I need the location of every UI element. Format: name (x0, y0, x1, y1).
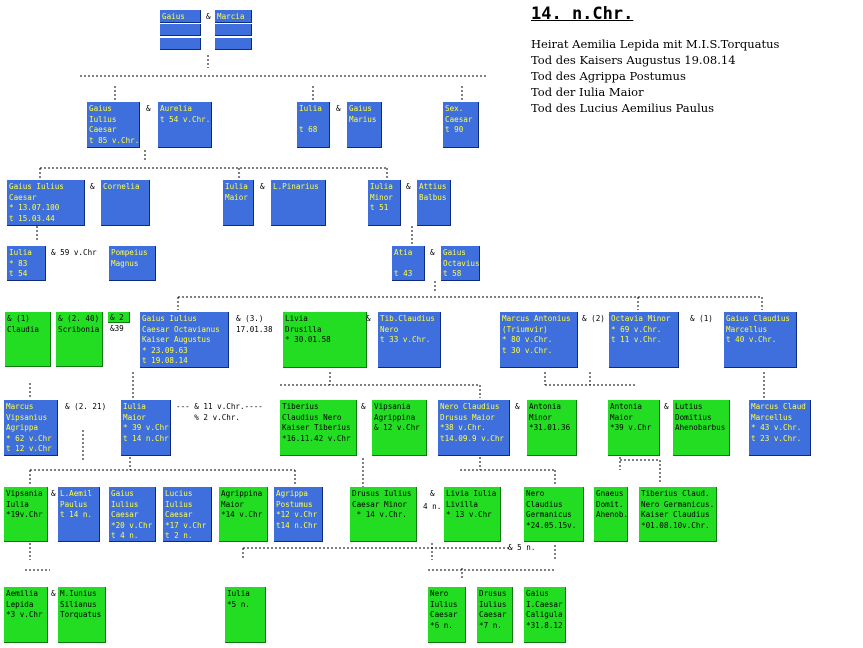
person-box-gaius-marius[interactable]: Gaius Marius (347, 102, 382, 148)
person-box-marcia-3 (215, 38, 252, 50)
person-box-germanicus[interactable]: Nero Claudius Germanicus *24.05.15v. (524, 487, 584, 542)
person-box-antonia-minor[interactable]: Antonia Minor *31.01.36 (527, 400, 577, 456)
person-box-antonia-maior[interactable]: Antonia Maior *39 v.Chr (608, 400, 660, 456)
marriage-label: & (515, 402, 520, 411)
marriage-label: & (664, 402, 669, 411)
person-box-gnaeus-domitius[interactable]: Gnaeus Domit. Ahenob. (594, 487, 628, 542)
person-box-pompeius[interactable]: Pompeius Magnus (109, 246, 156, 281)
person-box-scribonia[interactable]: & (2. 40) Scribonia (56, 312, 103, 367)
person-box-sex-caesar[interactable]: Sex. Caesar t 90 (443, 102, 479, 148)
person-box-caligula[interactable]: Gaius I.Caesar Caligula *31.8.12 (524, 587, 566, 643)
marriage-label: & (430, 248, 435, 257)
person-box-l-domitius[interactable]: Lutius Domitius Ahenobarbus (673, 400, 730, 456)
person-box-agrippina-maior[interactable]: Agrippina Maior *14 v.Chr (219, 487, 268, 542)
marriage-label: & (336, 104, 341, 113)
marriage-label: & 5 n. (508, 543, 536, 552)
person-box-marcus-antonius[interactable]: Marcus Antonius (Triumvir) * 80 v.Chr. t… (500, 312, 578, 368)
person-box-nero-iulius-caesar[interactable]: Nero Iulius Caesar *6 n. (428, 587, 466, 643)
event-line: Tod des Agrippa Postumus (531, 69, 686, 83)
person-box-augustus[interactable]: Gaius Iulius Caesar Octavianus Kaiser Au… (140, 312, 229, 368)
person-box-aemilia-lepida[interactable]: Aemilia Lepida *3 v.Chr (4, 587, 48, 643)
person-box-lucius-caesar[interactable]: Lucius Iulius Caesar *17 v.Chr t 2 n. (163, 487, 212, 542)
marriage-label: & (90, 182, 95, 191)
person-box-tib-claudius-nero[interactable]: Tib.Claudius Nero t 33 v.Chr. (378, 312, 441, 368)
marriage-label: & (361, 402, 366, 411)
person-box-gaius-caesar-jr[interactable]: Gaius Iulius Caesar *20 v.Chr t 4 n. (109, 487, 156, 542)
marriage-label: --- & 11 v.Chr.---- % 2 v.Chr. (176, 402, 263, 422)
event-line: Heirat Aemilia Lepida mit M.I.S.Torquatu… (531, 37, 780, 51)
marriage-label: & (366, 314, 371, 323)
year-title: 14. n.Chr. (531, 4, 634, 24)
marriage-tag-scribonia (108, 312, 130, 323)
person-box-gaius-caesar-sen-2 (160, 24, 201, 36)
marriage-label: & (51, 489, 56, 498)
marriage-label: & (2. 21) (65, 402, 107, 411)
person-box-iulia-daughter[interactable]: Iulia * 83 t 54 (7, 246, 46, 281)
person-box-gaius-caesar-sen[interactable]: Gaius Caesar (160, 10, 201, 23)
person-box-tiberius[interactable]: Tiberius Claudius Nero Kaiser Tiberius *… (280, 400, 357, 456)
person-box-vipsania-iulia[interactable]: Vipsania Iulia *19v.Chr (4, 487, 48, 542)
person-box-iulia-68[interactable]: Iulia t 68 (297, 102, 330, 148)
person-box-gaius-iulius-caesar-sen[interactable]: Gaius Iulius Caesar t 85 v.Chr. (87, 102, 140, 148)
person-box-iulia-maior[interactable]: Iulia Maior * 39 v.Chr t 14 n.Chr (121, 400, 171, 456)
marriage-label: & (51, 589, 56, 598)
person-box-iulia-5n[interactable]: Iulia *5 n. (225, 587, 266, 643)
marriage-label: & (430, 489, 435, 498)
person-box-cornelia[interactable]: Cornelia (101, 180, 150, 226)
person-box-marcus-claudius-marcellus[interactable]: Marcus Claud Marcellus * 43 v.Chr. t 23 … (749, 400, 811, 456)
marriage-label: & 59 v.Chr (51, 248, 97, 257)
person-box-livia[interactable]: Livia Drusilla * 30.01.58 (283, 312, 367, 368)
marriage-label: & (406, 182, 411, 191)
person-box-iulia-minor[interactable]: Iulia Minor t 51 (368, 180, 401, 226)
person-box-gaius-caesar-sen-3 (160, 38, 201, 50)
marriage-label: & (206, 12, 211, 21)
person-box-iulia-maior-sister[interactable]: Iulia Maior (223, 180, 254, 226)
event-line: Tod des Lucius Aemilius Paulus (531, 101, 715, 115)
marriage-label: & (260, 182, 265, 191)
person-box-m-iunius-silanus[interactable]: M.Iunius Silianus Torquatus (58, 587, 106, 643)
person-box-l-aemil-paulus[interactable]: L.Aemil Paulus t 14 n. (58, 487, 100, 542)
person-box-marcia[interactable]: Marcia (215, 10, 252, 23)
person-box-agrippa[interactable]: Marcus Vipsanius Agrippa * 62 v.Chr t 12… (4, 400, 58, 456)
marriage-label: & (3.) 17.01.38 (236, 314, 273, 334)
person-box-attius-balbus[interactable]: Attius Balbus (417, 180, 451, 226)
marriage-label: & (146, 104, 151, 113)
person-box-agrippa-postumus[interactable]: Agrippa Postumus *12 v.Chr t14 n.Chr (274, 487, 323, 542)
event-line: Tod der Iulia Maior (531, 85, 644, 99)
person-box-nero-claudius-drusus[interactable]: Nero Claudius Drusus Maior *38 v.Chr. t1… (438, 400, 510, 456)
person-box-claudius[interactable]: Tiberius Claud. Nero Germanicus. Kaiser … (639, 487, 717, 542)
marriage-label: & (1) (690, 314, 713, 323)
person-box-drusus-iulius-caesar[interactable]: Drusus Iulius Caesar *7 n. (477, 587, 513, 643)
person-box-octavia-minor[interactable]: Octavia Minor * 69 v.Chr. t 11 v.Chr. (609, 312, 679, 368)
person-box-vipsania-agrippina[interactable]: Vipsania Agrippina & 12 v.Chr (372, 400, 427, 456)
marriage-label: 4 n. (423, 502, 442, 511)
marriage-label: & (2) (582, 314, 605, 323)
person-box-gaius-claudius-marcellus[interactable]: Gaius Claudius Marcellus t 40 v.Chr. (724, 312, 797, 368)
person-box-l-pinarius[interactable]: L.Pinarius (271, 180, 326, 226)
person-box-gaius-octavius[interactable]: Gaius Octavius t 58 (441, 246, 480, 281)
person-box-gaius-iulius-caesar[interactable]: Gaius Iulius Caesar * 13.07.100 t 15.03.… (7, 180, 85, 226)
person-box-livilla[interactable]: Livia Iulia Livilla * 13 v.Chr (444, 487, 501, 542)
person-box-aurelia[interactable]: Aurelia t 54 v.Chr. (158, 102, 212, 148)
person-box-marcia-2 (215, 24, 252, 36)
person-box-atia[interactable]: Atia t 43 (392, 246, 425, 281)
event-line: Tod des Kaisers Augustus 19.08.14 (531, 53, 736, 67)
person-box-drusus-minor[interactable]: Drusus Iulius Caesar Minor * 14 v.Chr. (350, 487, 417, 542)
marriage-label: & 2 &39 (110, 313, 124, 333)
person-box-claudia[interactable]: & (1) Claudia (5, 312, 51, 367)
